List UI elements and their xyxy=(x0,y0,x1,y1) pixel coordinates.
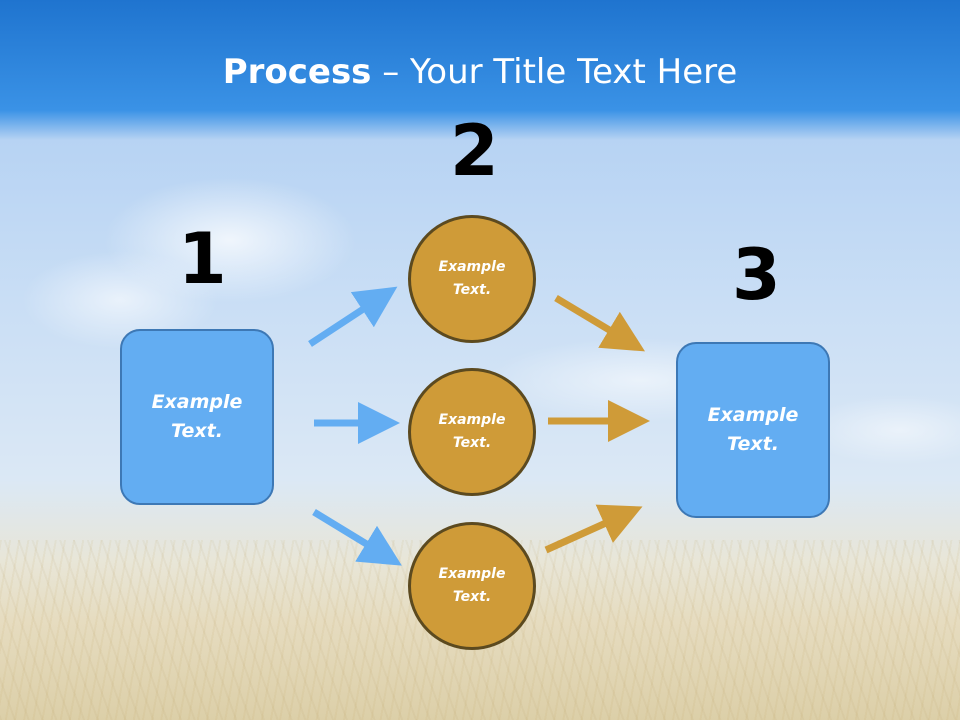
slide-title: Process – Your Title Text Here xyxy=(0,52,960,92)
arrow-top-to-3 xyxy=(554,294,646,352)
step-3-text: Example Text. xyxy=(707,404,799,455)
step-2-circle-bottom-text: Example Text. xyxy=(438,566,506,605)
step-1-box: Example Text. xyxy=(120,329,274,505)
step-1-text: Example Text. xyxy=(151,391,243,442)
step-2-circle-bottom: Example Text. xyxy=(408,522,536,650)
step-2-number: 2 xyxy=(450,110,499,192)
title-rest: – Your Title Text Here xyxy=(371,52,738,92)
step-3-number: 3 xyxy=(732,234,781,316)
arrow-1-to-bottom xyxy=(312,509,402,566)
step-2-circle-middle-text: Example Text. xyxy=(438,412,506,451)
step-3-box: Example Text. xyxy=(676,342,830,518)
step-2-circle-top: Example Text. xyxy=(408,215,536,343)
step-1-number: 1 xyxy=(178,218,227,300)
step-2-circle-top-text: Example Text. xyxy=(438,259,506,298)
arrow-1-to-top xyxy=(308,286,398,347)
title-bold: Process xyxy=(222,52,372,92)
arrow-bottom-to-3 xyxy=(544,504,643,554)
step-2-circle-middle: Example Text. xyxy=(408,368,536,496)
